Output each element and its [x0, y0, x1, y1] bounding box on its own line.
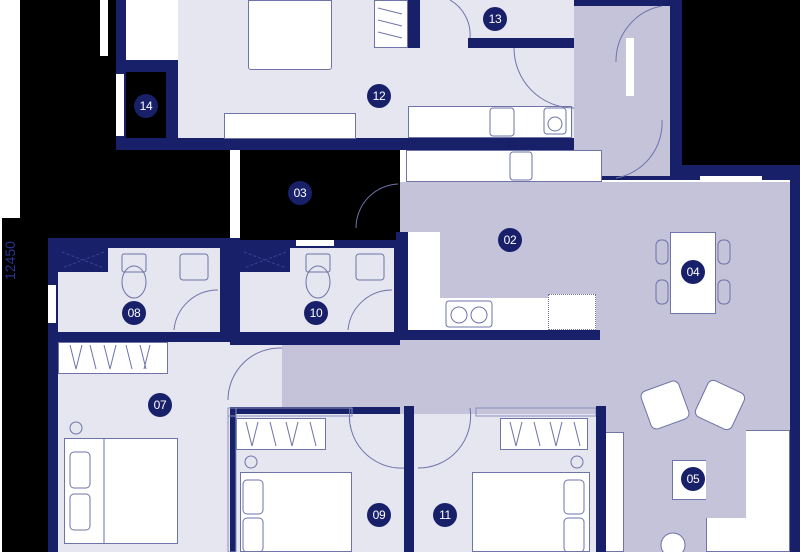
wall-13-left	[408, 0, 420, 48]
room-badge-02[interactable]: 02	[498, 228, 522, 252]
wall-08-10	[220, 238, 240, 342]
room-badge-07[interactable]: 07	[148, 393, 172, 417]
door-swing-03	[355, 183, 399, 229]
sofa-gap	[706, 430, 746, 518]
door-swing-10	[347, 289, 393, 331]
sink-12	[489, 107, 515, 137]
wall-entry-right	[670, 0, 682, 176]
room-badge-05[interactable]: 05	[681, 467, 705, 491]
dresser-12	[224, 113, 356, 139]
window-08	[48, 285, 56, 323]
window-living	[700, 176, 762, 181]
room-badge-08[interactable]: 08	[122, 301, 146, 325]
window-12	[100, 0, 108, 56]
toilet-bowl-08	[121, 265, 147, 299]
pillow-11b	[563, 517, 585, 552]
door-swing-entry-bottom	[615, 119, 663, 179]
side-table	[660, 532, 686, 552]
wardrobe-09	[236, 418, 326, 450]
chair-1	[655, 239, 669, 265]
wall-13-bottom	[468, 38, 574, 48]
pillow-09a	[242, 479, 264, 515]
hatch-wall-11	[475, 407, 597, 417]
room-badge-10[interactable]: 10	[304, 301, 328, 325]
bed-07	[64, 438, 178, 544]
bed-11	[472, 472, 590, 552]
lamp-11	[570, 455, 584, 469]
room-12-passage	[420, 48, 570, 108]
sink-10	[355, 253, 385, 281]
chair-2	[655, 279, 669, 305]
room-badge-11[interactable]: 11	[433, 503, 457, 527]
room-03-strip	[230, 150, 240, 240]
pillow-11a	[563, 479, 585, 515]
wall-09-11	[404, 406, 414, 552]
door-swing-09	[348, 407, 405, 469]
room-03	[240, 150, 398, 240]
room-badge-13[interactable]: 13	[483, 7, 507, 31]
door-swing-12	[513, 47, 575, 109]
armchair-2	[694, 379, 746, 431]
room-badge-03[interactable]: 03	[288, 181, 312, 205]
sink-08	[179, 253, 209, 281]
hangers-07	[69, 344, 151, 370]
door-swing-11	[417, 407, 472, 469]
door-swing-08	[173, 289, 219, 331]
room-badge-12[interactable]: 12	[367, 84, 391, 108]
wardrobe-11	[500, 418, 588, 450]
washer	[543, 107, 567, 135]
window-14	[116, 74, 124, 136]
hangers-12	[377, 7, 403, 39]
wall-kitchen-bottom	[396, 330, 600, 340]
pillow-09b	[242, 517, 264, 552]
bed-12	[248, 0, 332, 70]
wall-11-right	[596, 406, 606, 552]
toilet-bowl-10	[305, 265, 331, 299]
room-07-entry-zone	[230, 345, 282, 407]
lamp-07	[69, 421, 83, 435]
lamp-09	[244, 455, 258, 469]
hatch-wall-09	[227, 407, 237, 552]
hangers-11	[509, 421, 581, 447]
shaft-08	[61, 251, 105, 269]
pillow-07a	[69, 451, 91, 489]
kitchen-appliance	[548, 294, 596, 330]
sink-kitchen	[509, 151, 533, 181]
hall-corridor	[282, 345, 602, 407]
shaft-10	[243, 251, 287, 269]
pillow-07b	[69, 493, 91, 531]
door-swing-13	[449, 0, 471, 39]
kitchen-counter-top	[406, 150, 602, 182]
dimension-label: 12450	[2, 241, 18, 280]
window-10	[296, 240, 334, 246]
room-12-nook	[126, 0, 178, 60]
room-01-entry	[574, 6, 670, 176]
window-entry	[626, 38, 634, 96]
armchair-1	[640, 380, 690, 430]
chair-3	[717, 239, 731, 265]
door-swing-entry-top	[615, 5, 663, 63]
toilet-tank-08	[121, 253, 147, 273]
exterior-dim-strip	[2, 218, 20, 552]
room-badge-14[interactable]: 14	[134, 94, 158, 118]
room-badge-09[interactable]: 09	[367, 503, 391, 527]
kitchen-counter-bottom	[408, 298, 548, 330]
stove	[445, 300, 493, 328]
wall-living-right	[790, 175, 800, 552]
chair-4	[717, 279, 731, 305]
hangers-09	[245, 421, 317, 447]
room-badge-04[interactable]: 04	[681, 260, 705, 284]
toilet-tank-10	[305, 253, 331, 273]
exterior-right	[680, 0, 800, 175]
wall-bath-bottom	[48, 332, 282, 342]
wall-kitchen	[396, 232, 408, 338]
door-swing-07	[227, 347, 283, 401]
